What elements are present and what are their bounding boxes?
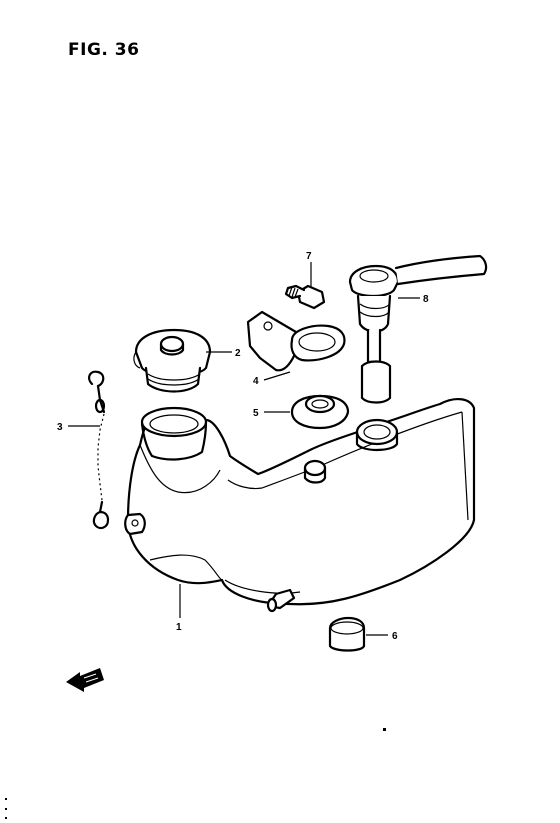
scan-specks [5,728,386,819]
callout-labels: 7 8 2 4 5 3 1 6 [57,251,429,642]
leader-lines [68,262,420,636]
callout-2: 2 [235,348,241,359]
callout-6: 6 [392,631,398,642]
part-1-oil-tank [124,398,476,613]
part-4-bracket [246,310,346,372]
front-direction-arrow-icon [66,668,104,692]
callout-3: 3 [57,422,63,433]
callout-8: 8 [423,294,429,305]
figure-title: FIG. 36 [68,40,140,60]
part-6-plug [328,616,366,652]
part-7-bolt [284,284,326,310]
part-2-filler-cap [133,328,212,393]
callout-7: 7 [306,251,312,262]
callout-4: 4 [253,376,259,387]
part-8-level-gauge [348,254,488,404]
part-5-grommet [290,394,350,430]
callout-5: 5 [253,408,259,419]
callout-1: 1 [176,622,182,633]
part-3-retaining-cord [88,370,110,530]
